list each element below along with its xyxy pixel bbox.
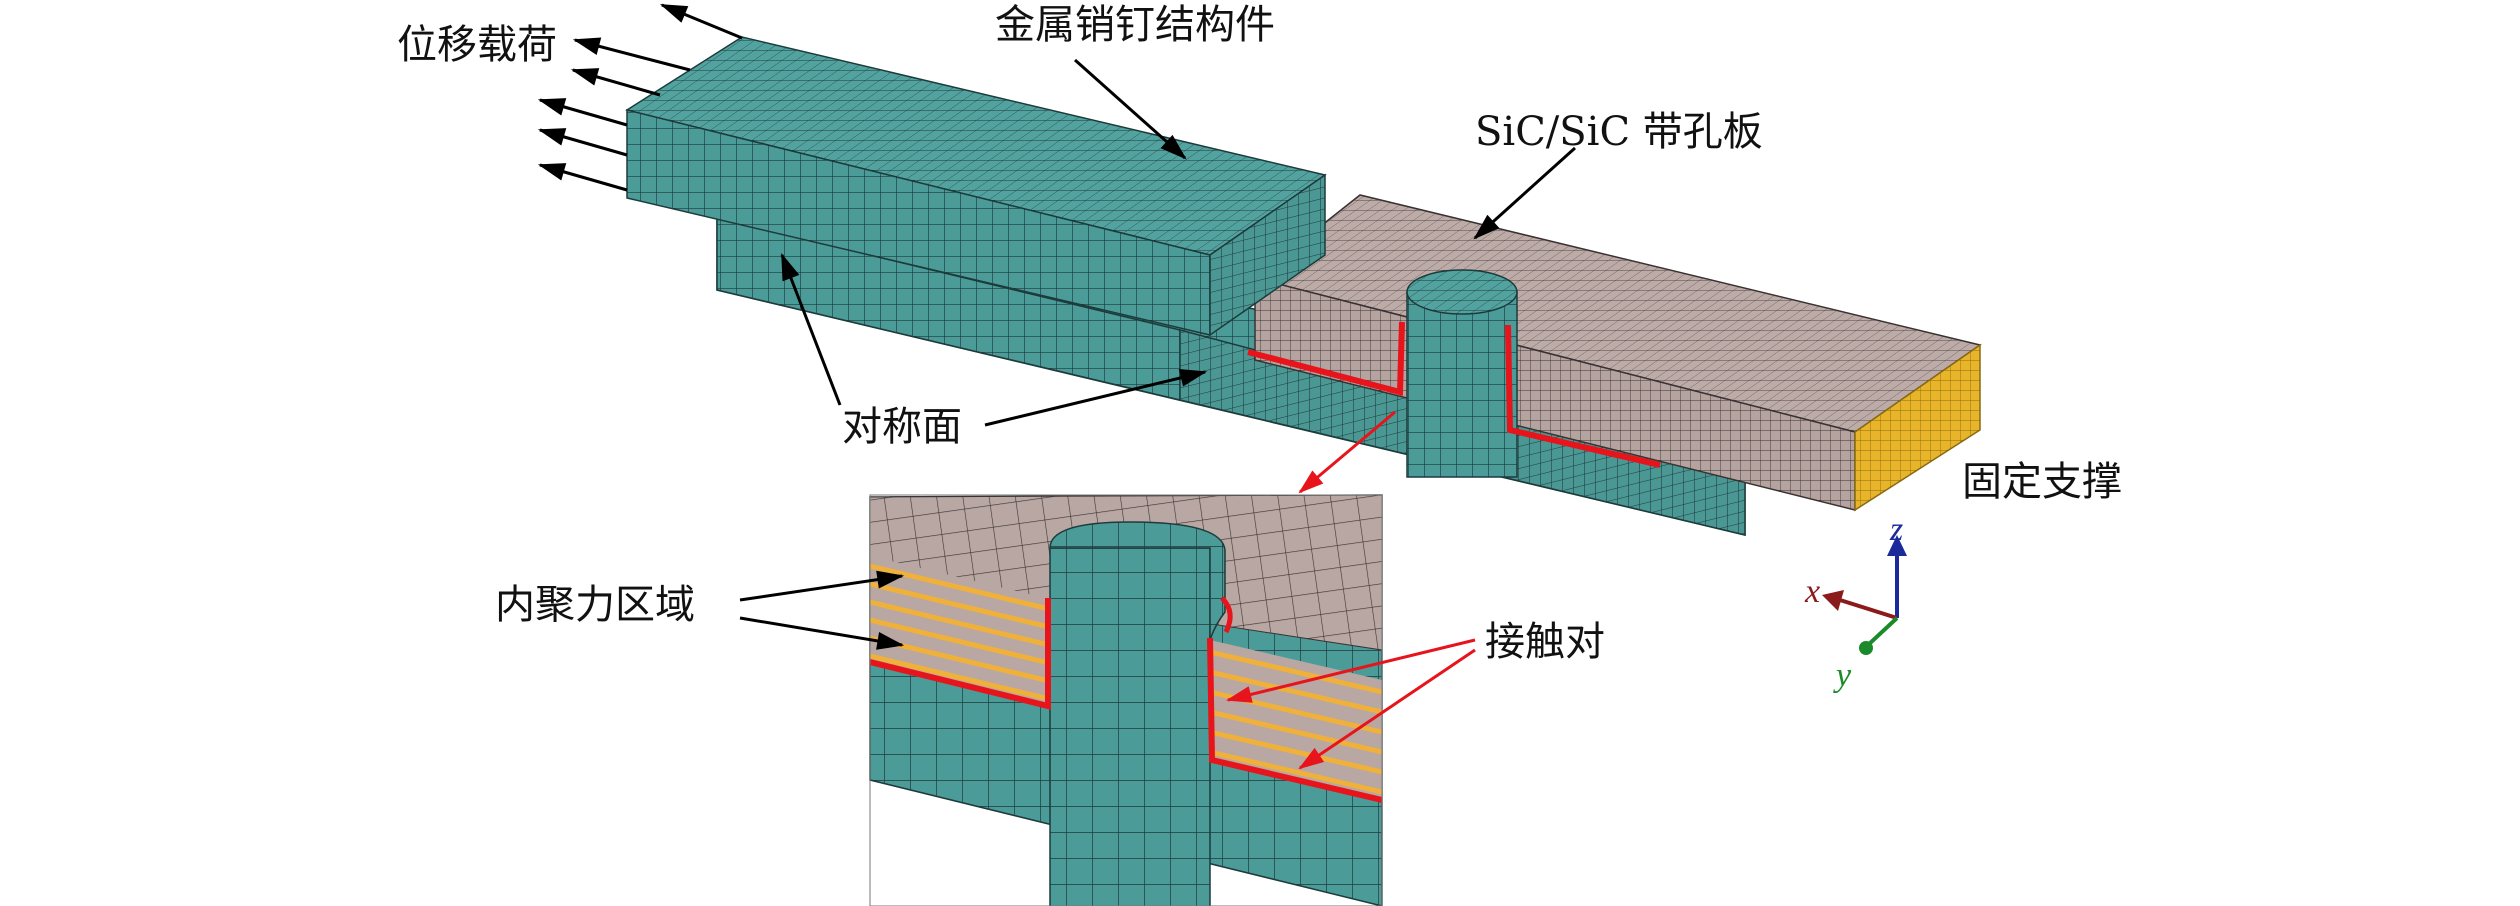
coordinate-triad: z x y bbox=[1804, 511, 1907, 694]
x-axis-line bbox=[1839, 598, 1898, 620]
x-axis-arrowhead bbox=[1822, 590, 1844, 611]
y-axis-dot bbox=[1859, 641, 1873, 655]
cohesive-layers-right bbox=[1209, 640, 1383, 800]
metal-pin-cylinder bbox=[1406, 269, 1518, 478]
y-axis-label: y bbox=[1833, 657, 1852, 694]
label-cohesive-zone: 内聚力区域 bbox=[495, 582, 695, 628]
sic-plate bbox=[1253, 194, 1982, 512]
label-symmetry-plane: 对称面 bbox=[842, 404, 962, 450]
label-contact-pair: 接触对 bbox=[1485, 619, 1605, 665]
z-axis-arrowhead bbox=[1887, 535, 1907, 556]
fixed-support-face bbox=[1854, 343, 1981, 512]
displacement-load-arrows bbox=[537, 3, 743, 192]
y-axis-line bbox=[1866, 616, 1899, 647]
label-fixed-support: 固定支撑 bbox=[1962, 459, 2122, 505]
main-model bbox=[625, 36, 1982, 536]
metal-upper-block bbox=[625, 36, 1327, 337]
inset-contact-lines bbox=[869, 596, 1383, 803]
z-axis-label: z bbox=[1889, 511, 1903, 548]
zoom-inset bbox=[869, 494, 1383, 906]
callout-leaders bbox=[739, 58, 1577, 770]
label-sic-plate: SiC/SiC 带孔板 bbox=[1475, 109, 1763, 155]
inset-pin bbox=[1049, 521, 1226, 906]
x-axis-label: x bbox=[1804, 573, 1820, 610]
label-displacement-load: 位移载荷 bbox=[397, 22, 557, 68]
label-metal-pin: 金属销钉结构件 bbox=[995, 2, 1275, 48]
contact-lines bbox=[1247, 321, 1661, 468]
